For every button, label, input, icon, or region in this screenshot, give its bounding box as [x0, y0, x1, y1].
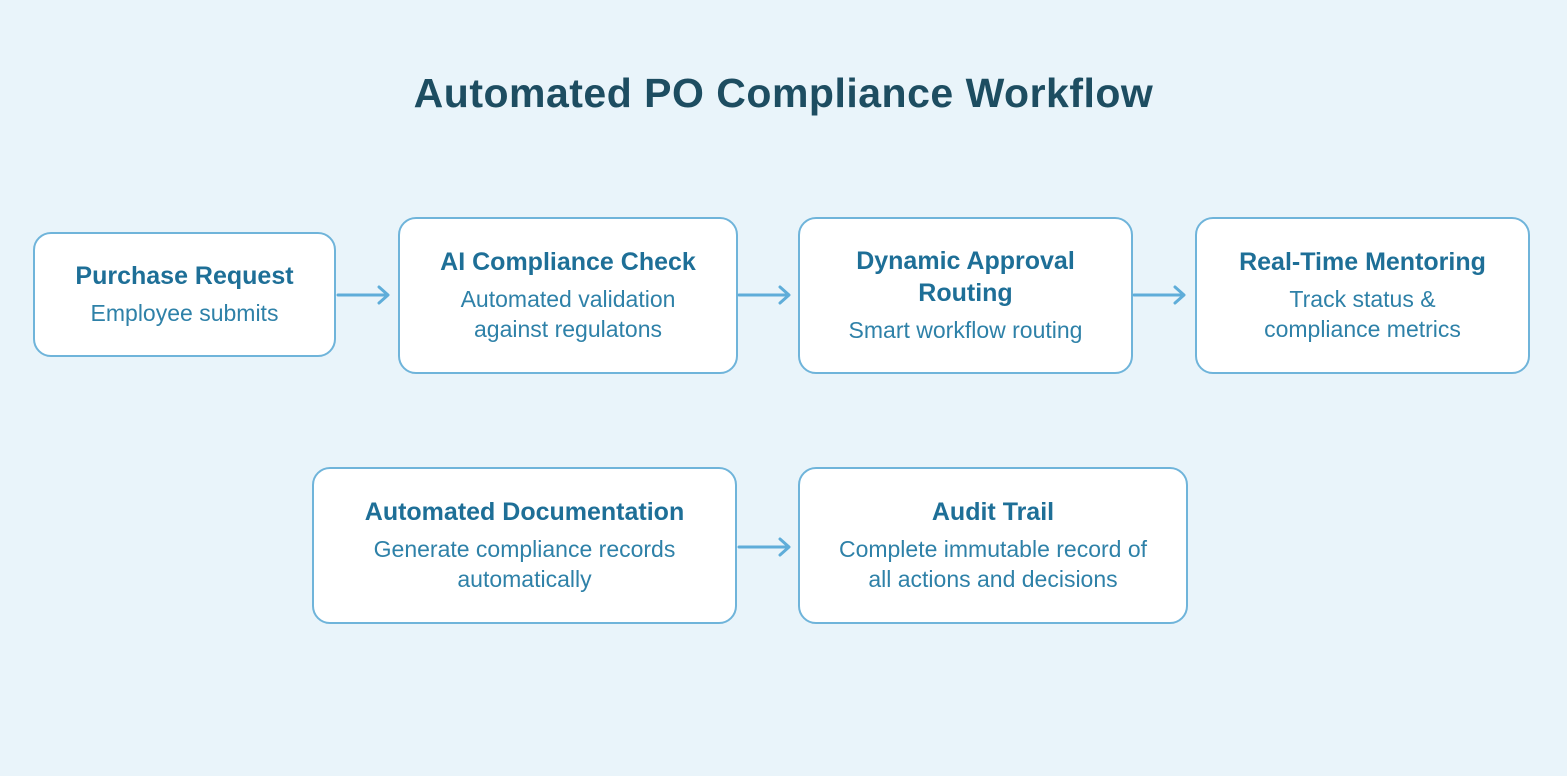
node-title: Dynamic Approval Routing [856, 247, 1075, 308]
node-subtitle: Track status & compliance metrics [1264, 286, 1461, 342]
node-subtitle: Automated validation against regulatons [460, 286, 676, 342]
node-real-time-mentoring: Real-Time Mentoring Track status & compl… [1195, 217, 1530, 374]
node-audit-trail: Audit Trail Complete immutable record of… [798, 467, 1188, 624]
node-subtitle: Generate compliance records automaticall… [373, 536, 676, 592]
node-dynamic-approval-routing: Dynamic Approval Routing Smart workflow … [798, 217, 1133, 374]
node-subtitle: Employee submits [90, 300, 279, 327]
node-title: Real-Time Mentoring [1239, 248, 1486, 277]
node-purchase-request: Purchase Request Employee submits [33, 232, 336, 357]
arrow-right-icon [1132, 283, 1192, 307]
node-title: Audit Trail [931, 498, 1055, 527]
node-subtitle: Complete immutable record of all actions… [838, 536, 1148, 592]
arrow-right-icon [737, 283, 797, 307]
node-automated-documentation: Automated Documentation Generate complia… [312, 467, 737, 624]
node-title: AI Compliance Check [440, 248, 696, 277]
node-ai-compliance-check: AI Compliance Check Automated validation… [398, 217, 738, 374]
diagram-title: Automated PO Compliance Workflow [413, 70, 1154, 116]
node-title: Purchase Request [75, 262, 294, 291]
node-title: Automated Documentation [364, 498, 685, 527]
node-subtitle: Smart workflow routing [848, 317, 1083, 344]
arrow-right-icon [336, 283, 396, 307]
arrow-right-icon [737, 535, 797, 559]
